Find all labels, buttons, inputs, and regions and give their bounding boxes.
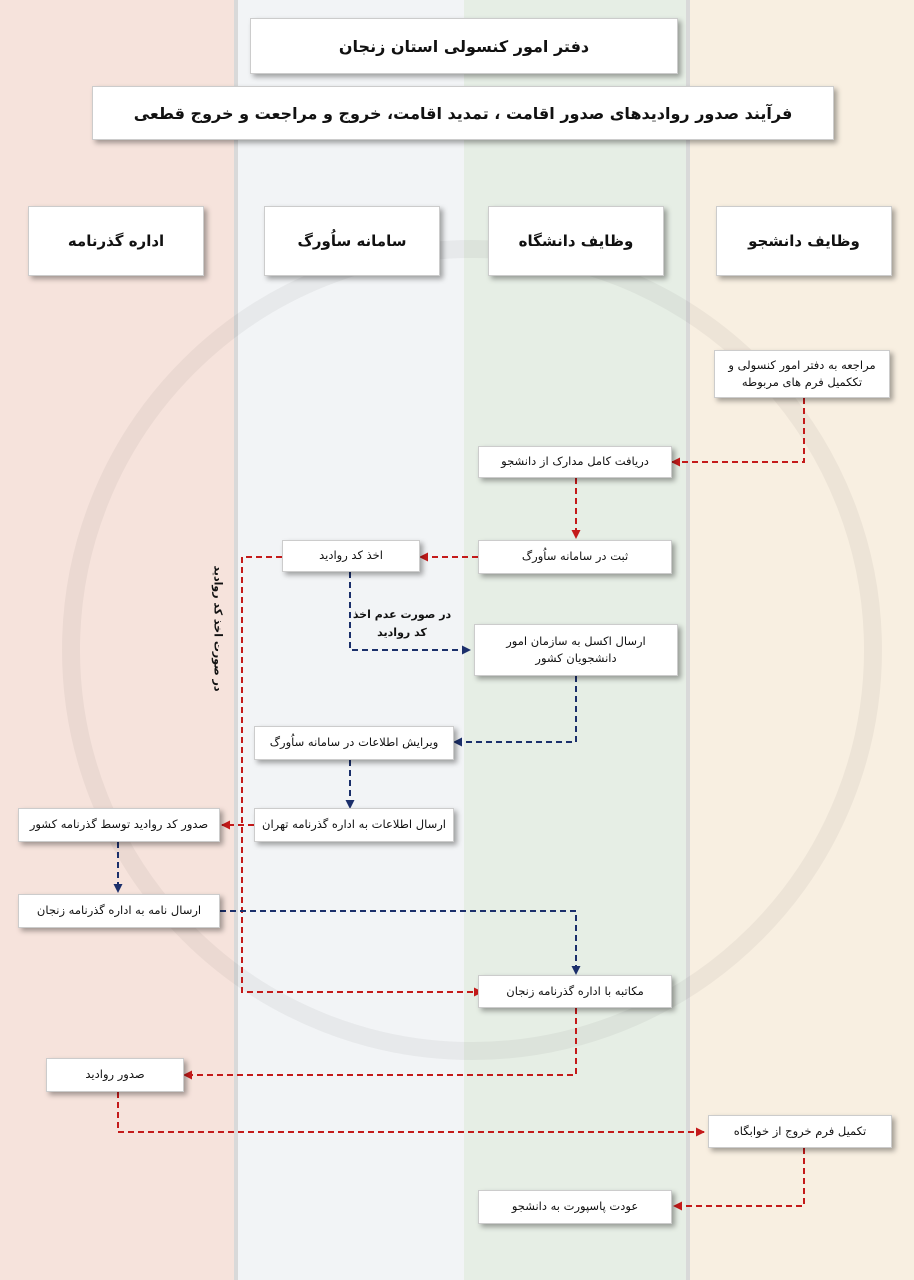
lane-divider xyxy=(234,0,238,1280)
step-send-excel: ارسال اکسل به سازمان امور دانشجویان کشور xyxy=(474,624,678,676)
arrow-s11-s12 xyxy=(117,1092,705,1137)
step-send-tehran: ارسال اطلاعات به اداره گذرنامه تهران xyxy=(254,808,454,842)
step-issue-visa: صدور روادید xyxy=(46,1058,184,1092)
step-dorm-exit-form: تکمیل فرم خروج از خوابگاه xyxy=(708,1115,892,1148)
arrow-s12-s13 xyxy=(673,1148,805,1211)
step-issue-visa-code: صدور کد روادید توسط گذرنامه کشور xyxy=(18,808,220,842)
label-with-visa-code: در صورت اخذ کد روادید xyxy=(211,565,225,692)
arrow-s10-s11 xyxy=(183,1008,577,1080)
process-subtitle: فرآیند صدور روادیدهای صدور اقامت ، تمدید… xyxy=(92,86,834,140)
lane-header-saorg: سامانه ساُورگ xyxy=(264,206,440,276)
step-return-passport: عودت پاسپورت به دانشجو xyxy=(478,1190,672,1224)
step-send-letter-zanjan: ارسال نامه به اداره گذرنامه زنجان xyxy=(18,894,220,928)
arrow-s9-s10 xyxy=(220,910,581,975)
step-get-visa-code: اخذ کد روادید xyxy=(282,540,420,572)
lane-header-university: وظایف دانشگاه xyxy=(488,206,664,276)
label-no-visa-code: در صورت عدم اخذ کد روادید xyxy=(352,608,452,639)
page-title: دفتر امور کنسولی استان زنجان xyxy=(250,18,678,74)
lane-divider xyxy=(686,0,690,1280)
arrow-s4-s10 xyxy=(241,556,483,997)
lane-header-passport: اداره گذرنامه xyxy=(28,206,204,276)
step-edit-saorg: ویرایش اطلاعات در سامانه ساُورگ xyxy=(254,726,454,760)
arrow-s5-s6 xyxy=(453,676,577,747)
step-register-saorg: ثبت در سامانه ساُورگ xyxy=(478,540,672,574)
arrow-s1-s2 xyxy=(671,398,805,467)
arrow-s4-s5 xyxy=(349,572,471,655)
step-correspond-zanjan: مکاتبه با اداره گذرنامه زنجان xyxy=(478,975,672,1008)
step-visit-consular-office: مراجعه به دفتر امور کنسولی و تککمیل فرم … xyxy=(714,350,890,398)
lane-header-student: وظایف دانشجو xyxy=(716,206,892,276)
step-receive-documents: دریافت کامل مدارک از دانشجو xyxy=(478,446,672,478)
